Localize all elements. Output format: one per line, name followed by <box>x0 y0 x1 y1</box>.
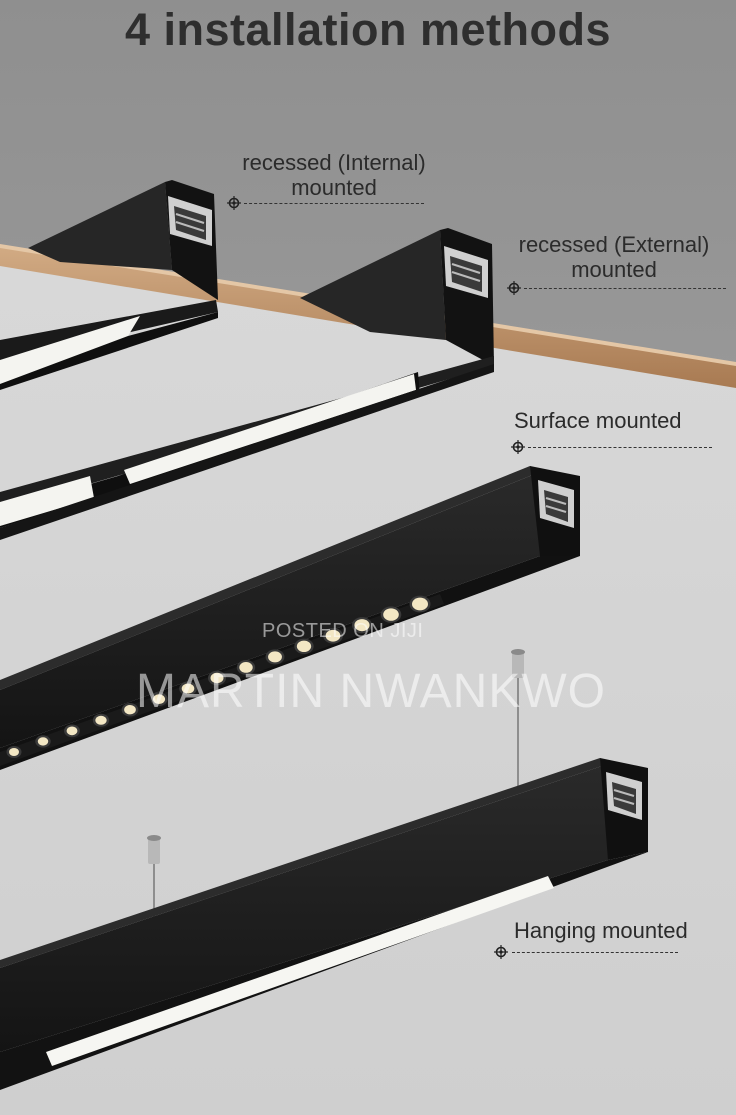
led-dot <box>325 629 341 642</box>
label-recessed-external: recessed (External) mounted <box>500 232 728 282</box>
label-recessed-internal-line2: mounted <box>291 175 377 200</box>
led-dot <box>9 748 19 756</box>
label-recessed-external-line1: recessed (External) <box>518 232 710 257</box>
crosshair-icon <box>507 281 521 295</box>
label-hanging: Hanging mounted <box>514 918 688 943</box>
label-recessed-internal: recessed (Internal) mounted <box>222 150 446 200</box>
led-dot <box>296 640 312 652</box>
led-dot <box>124 705 136 715</box>
leader-line <box>524 288 726 289</box>
led-dot <box>383 608 399 621</box>
label-surface: Surface mounted <box>514 408 682 433</box>
page-title: 4 installation methods <box>124 4 612 55</box>
leader-line <box>244 203 424 204</box>
fixture-hanging <box>0 649 648 1090</box>
crosshair-icon <box>511 440 525 454</box>
fixture-surface <box>0 466 580 770</box>
label-hanging-line1: Hanging mounted <box>514 918 688 943</box>
led-dot <box>181 683 195 694</box>
led-dot <box>152 694 166 705</box>
suspension-mount-right <box>511 649 525 790</box>
led-dot <box>210 672 224 684</box>
label-recessed-external-line2: mounted <box>571 257 657 282</box>
led-dot <box>37 737 49 746</box>
label-surface-line1: Surface mounted <box>514 408 682 433</box>
led-dot <box>354 619 370 632</box>
led-dot-row <box>6 595 431 758</box>
led-dot <box>268 651 282 663</box>
led-dot <box>66 726 78 736</box>
crosshair-icon <box>494 945 508 959</box>
leader-line <box>512 952 678 953</box>
led-dot <box>412 597 428 611</box>
leader-line <box>528 447 712 448</box>
crosshair-icon <box>227 196 241 210</box>
label-recessed-internal-line1: recessed (Internal) <box>242 150 426 175</box>
fixture-recessed-internal <box>0 180 218 390</box>
led-dot <box>239 662 253 673</box>
led-dot <box>95 715 107 725</box>
fixture-recessed-external <box>0 228 494 540</box>
